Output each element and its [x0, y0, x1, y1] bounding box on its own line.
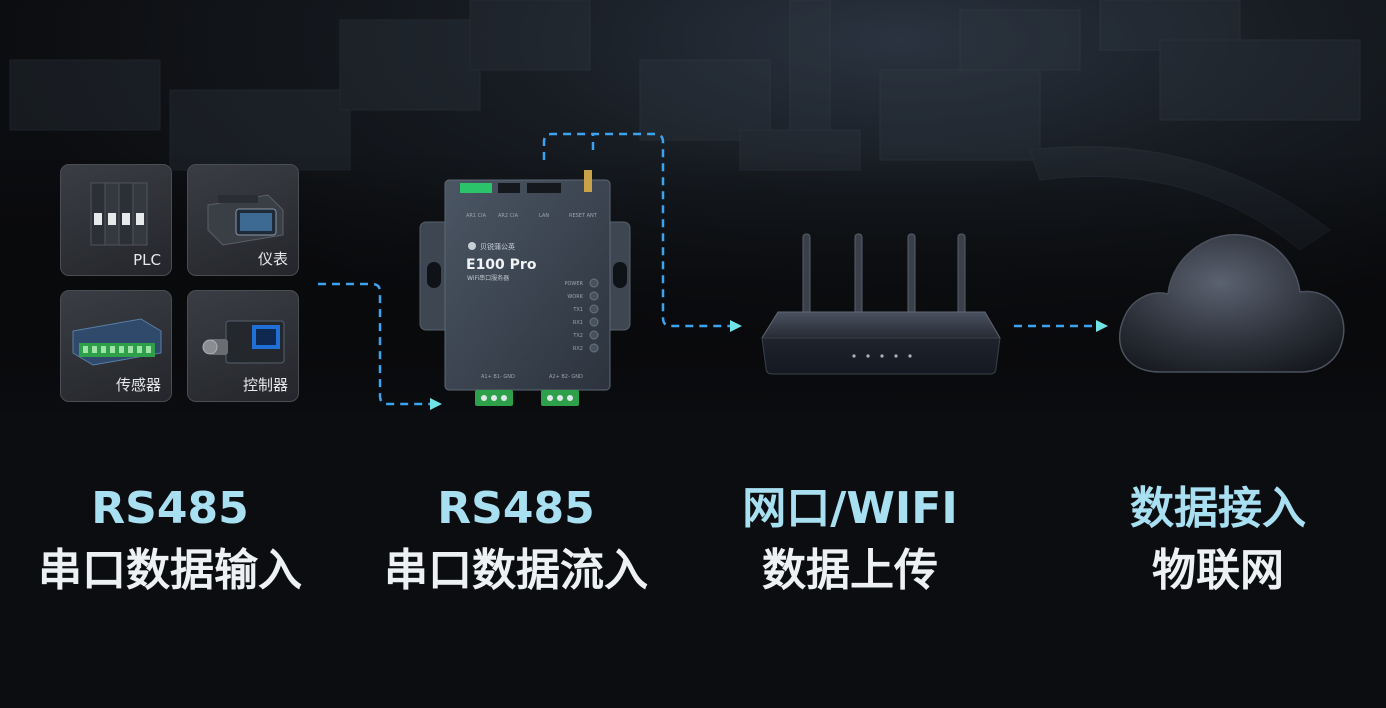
- caption-iot-access: 数据接入 物联网: [1068, 478, 1368, 602]
- caption-network-upload-line2: 数据上传: [762, 545, 938, 596]
- caption-network-upload: 网口/WIFI 数据上传: [700, 478, 1000, 602]
- caption-rs485-input: RS485 串口数据输入: [20, 478, 320, 602]
- arrow-head-icon: [1096, 320, 1108, 332]
- connector-device-to-server: [318, 282, 430, 406]
- svg-text:POWER: POWER: [564, 281, 583, 287]
- svg-text:RESET ANT: RESET ANT: [569, 213, 598, 219]
- server-model: E100 Pro: [466, 257, 537, 273]
- plc-label: PLC: [133, 251, 161, 269]
- caption-iot-access-line1: 数据接入: [1130, 483, 1306, 534]
- sensor-label: 传感器: [115, 376, 161, 394]
- wifi-router: [761, 233, 1001, 375]
- serial-server-device: AR1 CIA AR2 CIA LAN RESET ANT 贝锐蒲公英 E100…: [419, 170, 631, 406]
- meter-card: 仪表: [187, 164, 299, 276]
- server-subtitle: WiFi串口服务器: [467, 274, 509, 282]
- meter-label: 仪表: [257, 250, 288, 268]
- controller-label: 控制器: [242, 376, 288, 394]
- svg-text:A1+ B1- GND: A1+ B1- GND: [481, 374, 515, 380]
- server-led-panel: POWER WORK TX1 RX1 TX2 RX2: [564, 278, 599, 353]
- plc-icon: [90, 182, 148, 246]
- caption-rs485-input-line1: RS485: [91, 483, 249, 534]
- caption-iot-access-line2: 物联网: [1152, 545, 1284, 596]
- svg-text:AR2 CIA: AR2 CIA: [498, 213, 519, 219]
- svg-text:TX1: TX1: [572, 307, 583, 313]
- sensor-icon: [72, 318, 162, 366]
- connector-server-to-router: [542, 132, 730, 328]
- meter-icon: [207, 194, 284, 246]
- arrow-head-icon: [730, 320, 742, 332]
- controller-icon: [202, 320, 285, 364]
- plc-card: PLC: [60, 164, 172, 276]
- arrow-head-icon: [430, 398, 442, 410]
- caption-rs485-inflow: RS485 串口数据流入: [366, 478, 666, 602]
- caption-rs485-input-line2: 串口数据输入: [38, 545, 302, 596]
- svg-text:AR1 CIA: AR1 CIA: [466, 213, 487, 219]
- controller-card: 控制器: [187, 290, 299, 402]
- svg-text:RX2: RX2: [573, 346, 583, 352]
- caption-network-upload-line1: 网口/WIFI: [742, 483, 958, 534]
- sensor-card: 传感器: [60, 290, 172, 402]
- svg-text:TX2: TX2: [572, 333, 583, 339]
- caption-rs485-inflow-line1: RS485: [437, 483, 595, 534]
- svg-text:LAN: LAN: [539, 213, 549, 219]
- svg-text:WORK: WORK: [567, 294, 583, 300]
- svg-text:RX1: RX1: [573, 320, 583, 326]
- server-brand: 贝锐蒲公英: [480, 242, 515, 251]
- cloud-icon: [1119, 233, 1345, 373]
- caption-rs485-inflow-line2: 串口数据流入: [384, 545, 648, 596]
- svg-text:A2+ B2- GND: A2+ B2- GND: [549, 374, 583, 380]
